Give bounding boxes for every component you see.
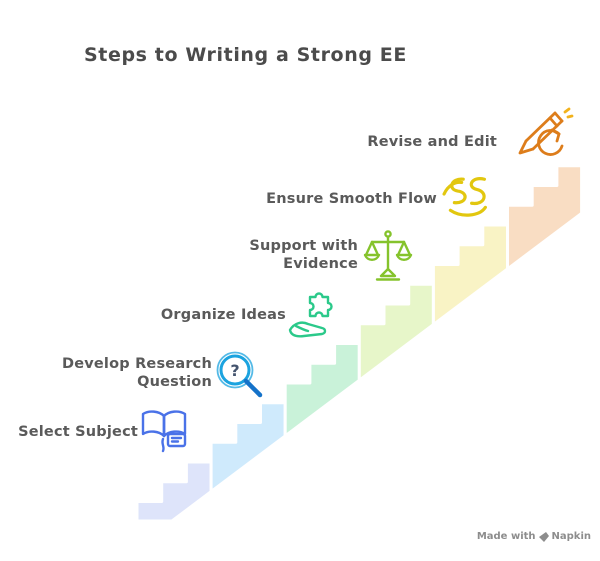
staircase-band-select-subject	[135, 460, 213, 523]
hand-puzzle-icon	[288, 292, 333, 338]
label-select-subject: Select Subject	[18, 424, 138, 440]
label-revise-edit: Revise and Edit	[367, 134, 497, 150]
question-mark-glyph: ?	[230, 361, 239, 380]
flow-swirl-icon	[442, 177, 487, 217]
watermark-prefix: Made with	[476, 531, 536, 542]
napkin-logo-icon	[538, 531, 549, 542]
label-support-evidence: Support with Evidence	[249, 238, 358, 273]
label-smooth-flow: Ensure Smooth Flow	[266, 191, 437, 207]
magnifier-question-icon: ?	[216, 351, 263, 398]
balance-scale-icon	[363, 230, 413, 281]
page-title: Steps to Writing a Strong EE	[84, 44, 407, 66]
staircase-band-revise-edit	[506, 164, 584, 271]
open-book-icon	[141, 410, 187, 453]
staircase-band-organize-ideas	[283, 342, 361, 438]
label-develop-research: Develop Research Question	[61, 356, 212, 391]
label-organize-ideas: Organize Ideas	[160, 307, 286, 323]
watermark: Made with Napkin	[477, 531, 591, 542]
staircase-band-smooth-flow	[431, 223, 509, 327]
watermark-brand: Napkin	[551, 531, 591, 542]
staircase-band-develop-research	[209, 401, 287, 494]
pencil-redo-icon	[518, 107, 574, 156]
staircase-band-support-evidence	[357, 282, 435, 382]
